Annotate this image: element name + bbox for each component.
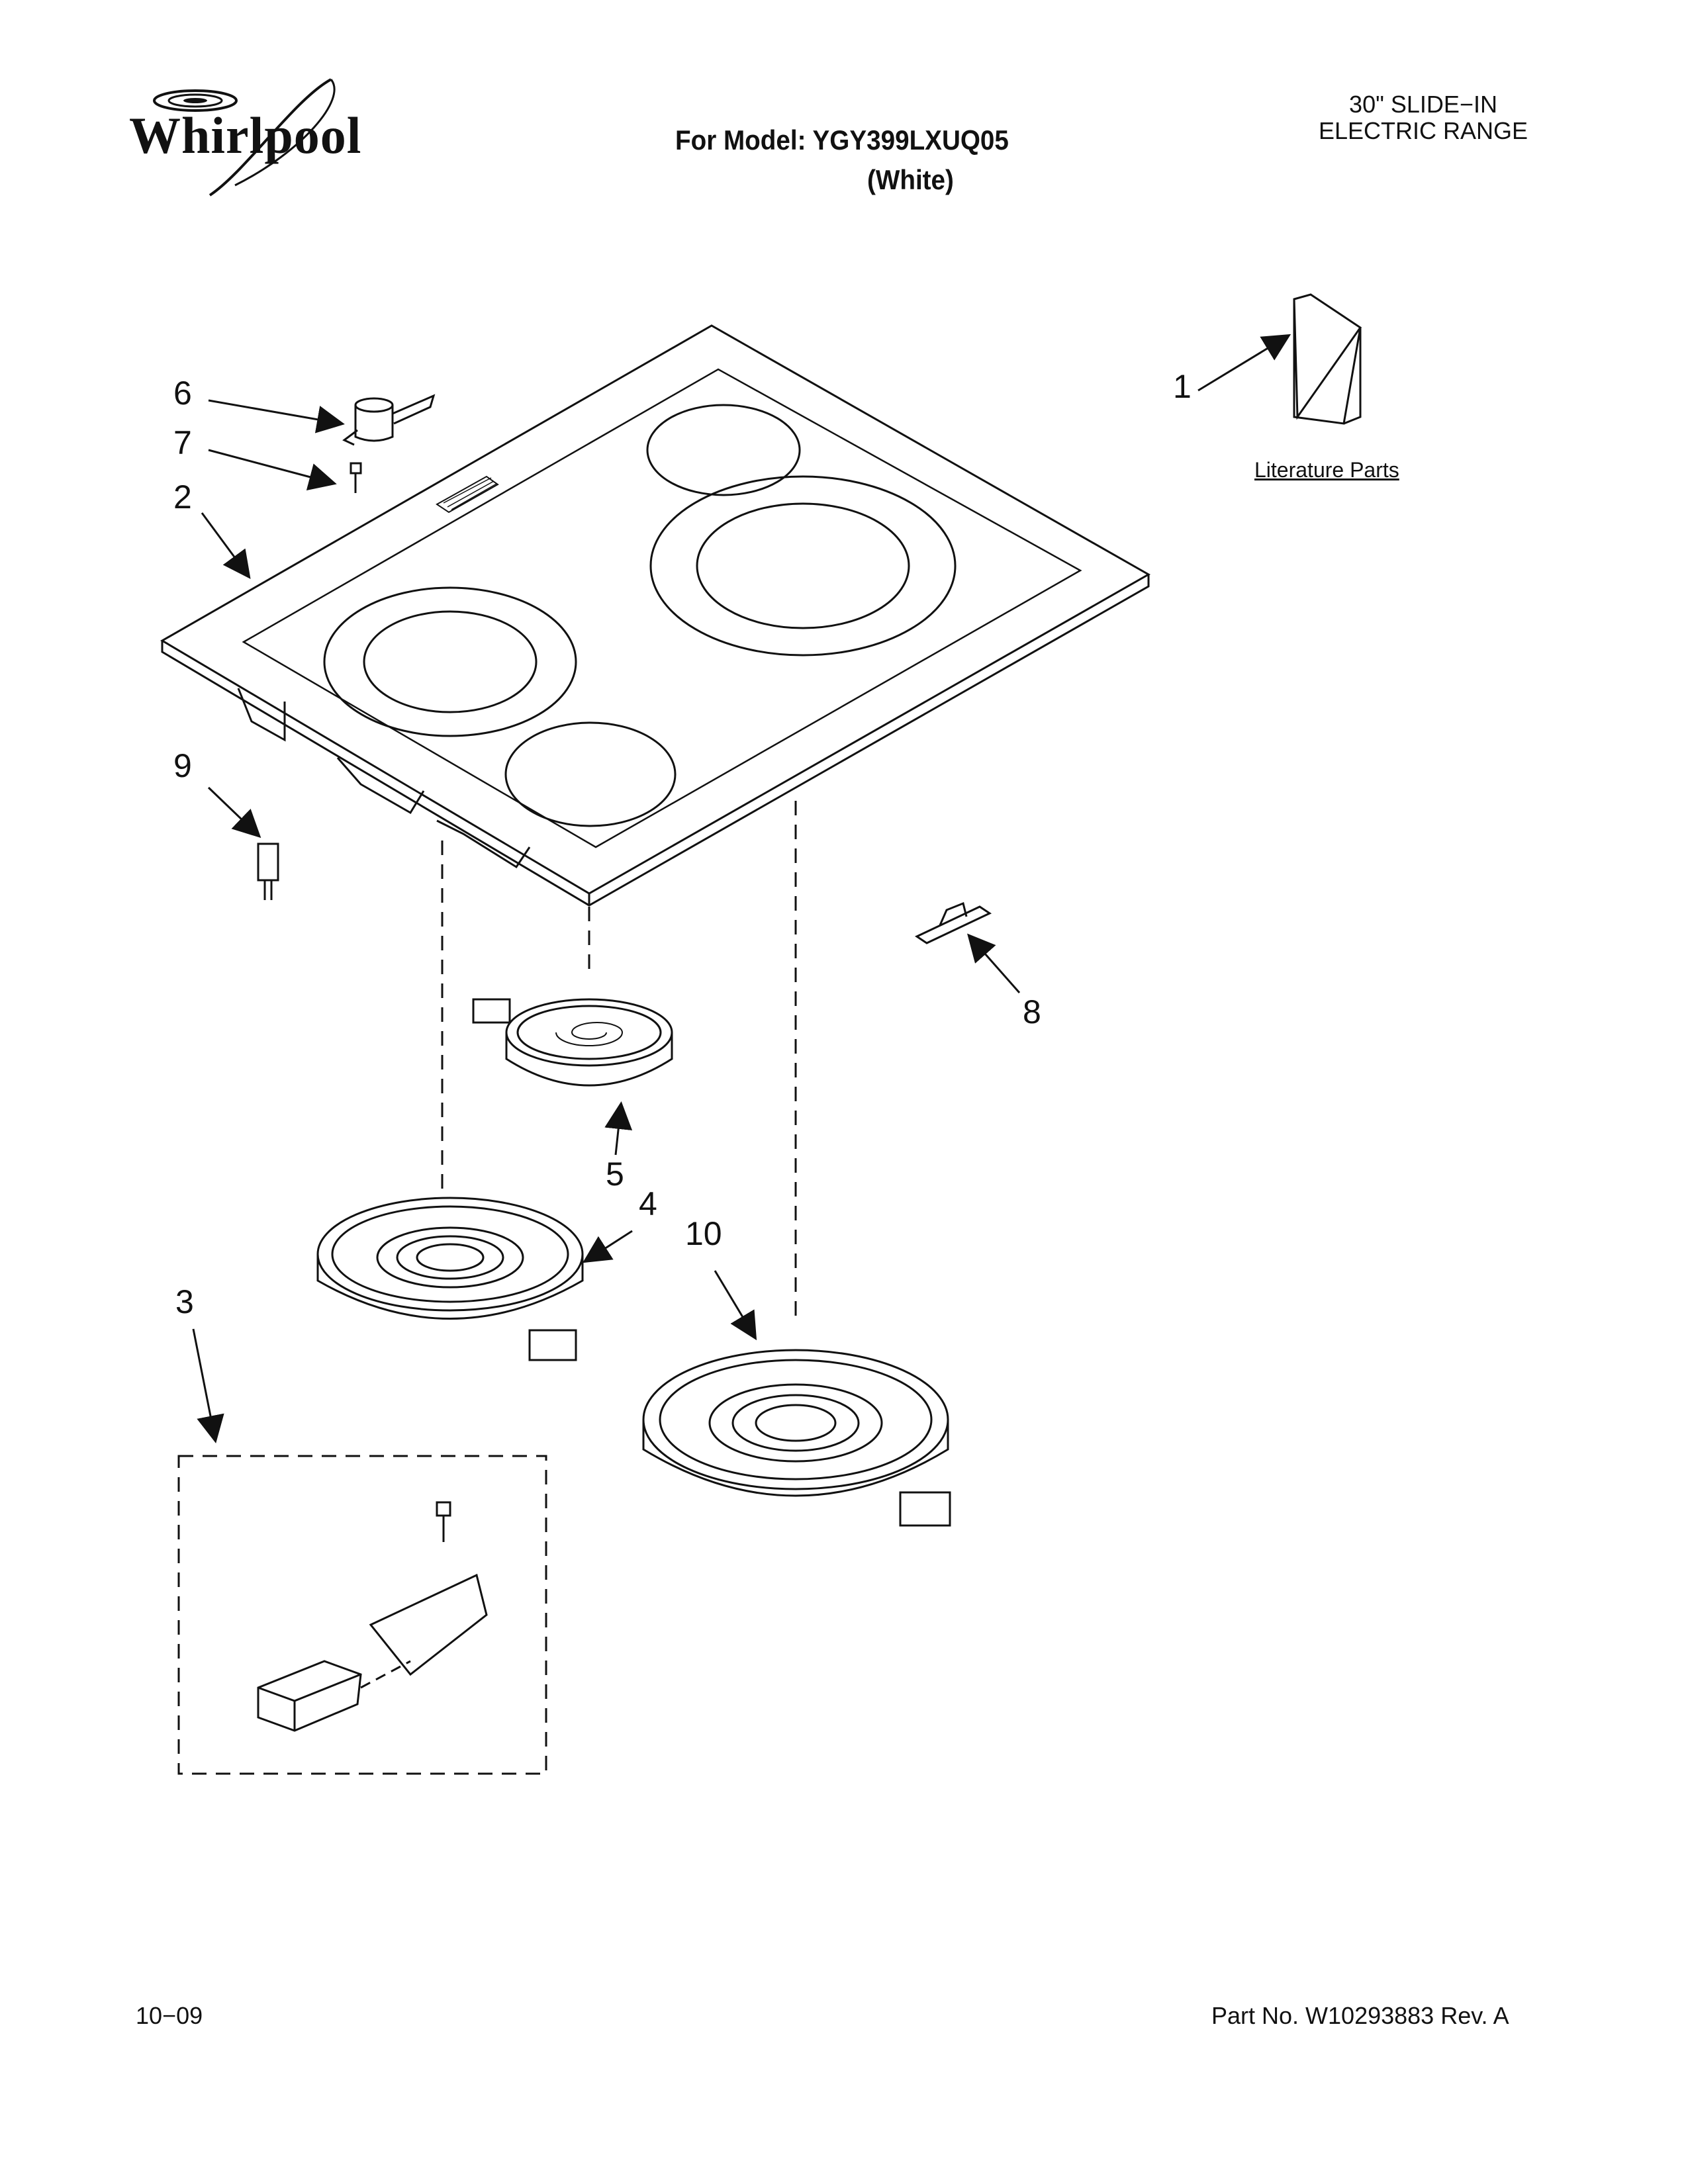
- indicator-lamp: [257, 842, 279, 900]
- literature-parts-label: Literature Parts: [1254, 458, 1399, 482]
- cooktop-glass: [160, 324, 1151, 907]
- callout-1: 1: [1173, 368, 1192, 405]
- part-number: Part No. W10293883 Rev. A: [1211, 2002, 1509, 2029]
- callout-5: 5: [606, 1156, 624, 1193]
- callout-4: 4: [639, 1185, 657, 1222]
- whirlpool-logo: Whirlpool: [129, 73, 394, 205]
- radiant-element-small: [472, 998, 673, 1087]
- logo-swoosh-icon: [153, 78, 336, 197]
- callout-2: 2: [173, 478, 192, 516]
- terminal-block-kit: [257, 1501, 488, 1732]
- radiant-element-medium: [316, 1197, 584, 1361]
- screw: [350, 462, 362, 493]
- range-type: 30" SLIDE−IN ELECTRIC RANGE: [1291, 91, 1556, 144]
- callout-6: 6: [173, 375, 192, 412]
- range-line-2: ELECTRIC RANGE: [1318, 117, 1528, 144]
- color-line: (White): [867, 164, 954, 195]
- mounting-bracket: [914, 901, 992, 944]
- range-line-1: 30" SLIDE−IN: [1349, 91, 1497, 118]
- radiant-element-large: [642, 1349, 951, 1527]
- revision-date: 10−09: [136, 2002, 203, 2029]
- callout-10: 10: [685, 1215, 722, 1252]
- brand-name: Whirlpool: [129, 107, 362, 164]
- callout-9: 9: [173, 747, 192, 784]
- temperature-limiter: [342, 394, 436, 446]
- model-line: For Model: YGY399LXUQ05: [675, 124, 1009, 156]
- callout-7: 7: [173, 424, 192, 461]
- callout-3: 3: [175, 1283, 194, 1320]
- literature-booklet: [1293, 293, 1362, 425]
- callout-8: 8: [1023, 993, 1041, 1030]
